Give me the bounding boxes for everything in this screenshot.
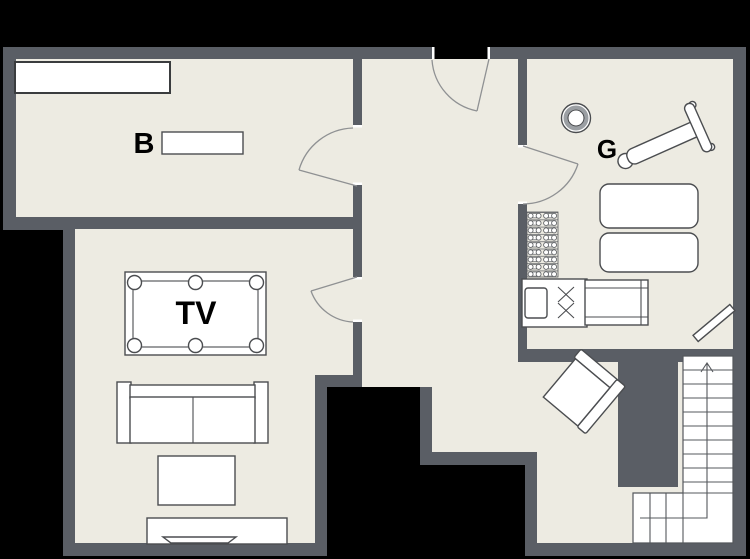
gym-door-opening bbox=[518, 145, 527, 204]
bedroom-door[interactable] bbox=[298, 127, 358, 187]
wardrobe[interactable] bbox=[14, 61, 171, 94]
living-room-door[interactable] bbox=[310, 276, 358, 323]
weight-bench[interactable] bbox=[607, 100, 716, 187]
entrance-door[interactable] bbox=[431, 58, 490, 112]
sofa-left-armrest bbox=[116, 381, 132, 444]
pool-table[interactable]: TV bbox=[124, 271, 267, 356]
bedroom-door-opening bbox=[353, 125, 362, 185]
entrance-opening bbox=[432, 47, 490, 59]
wall-end-caps bbox=[353, 47, 527, 322]
sofa-right-armrest bbox=[253, 381, 269, 444]
sofa-back bbox=[129, 384, 256, 399]
gym-door[interactable] bbox=[522, 145, 579, 205]
stair-direction-arrow bbox=[640, 362, 714, 519]
side-table[interactable] bbox=[161, 131, 244, 155]
gym-label: G bbox=[597, 134, 617, 164]
wall-block bbox=[618, 362, 678, 487]
sofa[interactable] bbox=[116, 381, 269, 444]
living-room-label: TV bbox=[176, 295, 218, 331]
room-living: TV bbox=[116, 271, 288, 545]
coffee-table[interactable] bbox=[157, 455, 236, 506]
stool[interactable] bbox=[560, 102, 592, 134]
tv-stand[interactable] bbox=[146, 517, 288, 545]
exercise-mat-2[interactable] bbox=[599, 232, 699, 273]
armchair[interactable] bbox=[541, 349, 626, 434]
treadmill[interactable] bbox=[521, 278, 649, 328]
tv bbox=[160, 536, 239, 544]
room-gym: G bbox=[521, 100, 736, 343]
dumbbell-rack[interactable] bbox=[526, 211, 559, 278]
exercise-mat-1[interactable] bbox=[599, 183, 699, 229]
living-room-door-opening bbox=[353, 277, 362, 322]
bedroom-label: B bbox=[134, 128, 155, 160]
hallway bbox=[541, 349, 734, 544]
mirror[interactable] bbox=[692, 303, 736, 343]
room-bedroom: B bbox=[14, 61, 244, 160]
staircase[interactable] bbox=[632, 355, 734, 544]
armchair-seat bbox=[542, 357, 611, 428]
